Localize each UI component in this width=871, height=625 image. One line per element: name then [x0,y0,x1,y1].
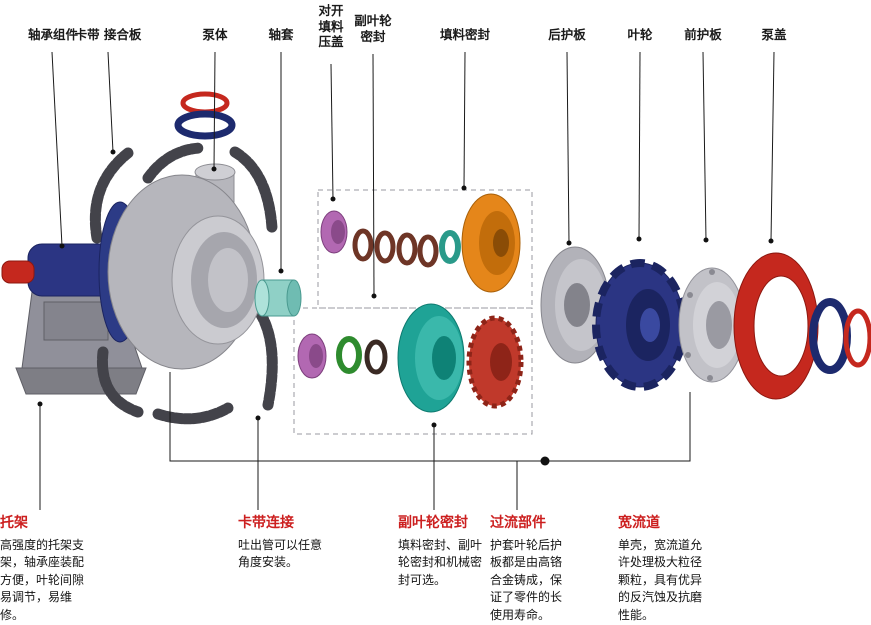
seal-option-boxes [293,189,533,435]
annotation-body: 吐出管可以任意角度安装。 [238,538,323,570]
annotation-wide-flow-channel: 宽流道 单壳，宽流道允许处理极大粒径颗粒，具有优异的反汽蚀及抗磨性能。 [618,512,708,624]
annotation-body: 单壳，宽流道允许处理极大粒径颗粒，具有优异的反汽蚀及抗磨性能。 [618,538,703,622]
o-ring-red [180,91,230,115]
annotation-body: 填料密封、副叶轮密封和机械密封可选。 [398,538,483,587]
annotation-title: 过流部件 [490,515,546,531]
part-label-front-liner: 前护板 [684,27,722,42]
rear-liner-part [540,246,610,364]
part-label-shaft-sleeve: 轴套 [268,27,294,42]
annotation-title: 宽流道 [618,515,660,531]
annotation-title: 卡带连接 [238,515,294,531]
part-label-pump-body: 泵体 [202,27,228,42]
gasket-ring-red [843,308,871,368]
annotation-body: 护套叶轮后护板都是由高铬合金铸成，保证了零件的长使用寿命。 [490,538,563,622]
leader-lines [39,51,775,510]
shaft-sleeve-part [254,279,302,317]
part-label-clamp-joint-plate: 卡带 接合板 [74,27,142,42]
o-ring-blue [174,110,236,140]
part-label-bearing-assembly: 轴承组件 [27,27,78,42]
packing-gland-top-part [320,210,348,254]
expeller-part [397,303,465,413]
packing-rings [352,228,461,268]
annotation-title: 托架 [0,515,28,531]
leader-dots [37,149,774,466]
part-label-rear-liner: 后护板 [548,27,586,42]
part-label-pump-cover: 泵盖 [761,27,787,42]
part-label-aux-impeller-seal: 副叶轮 密封 [354,13,392,44]
part-label-impeller: 叶轮 [627,27,653,42]
part-label-packing-seal: 填料密封 [439,27,490,42]
green-seal-ring [336,336,362,374]
packing-seal-part [461,193,521,293]
annotation-body: 高强度的托架支架，轴承座装配方便，叶轮间隙易调节，易维修。 [0,538,85,622]
aux-impeller-part [466,315,524,409]
pump-body-part [98,163,265,370]
part-label-split-packing-gland: 对开 填料 压盖 [318,3,344,50]
packing-gland-bottom-part [297,333,327,379]
annotation-bracket: 托架 高强度的托架支架，轴承座装配方便，叶轮间隙易调节，易维修。 [0,512,88,624]
annotation-aux-impeller-seal: 副叶轮密封 填料密封、副叶轮密封和机械密封可选。 [398,512,484,589]
annotation-clamp-connection: 卡带连接 吐出管可以任意角度安装。 [238,512,322,572]
annotation-title: 副叶轮密封 [398,515,468,531]
impeller-part [592,259,688,391]
dark-seal-ring [364,339,388,375]
pump-cover-part [733,252,819,400]
clamp-band-arcs [89,142,278,425]
annotation-flow-parts: 过流部件 护套叶轮后护板都是由高铬合金铸成，保证了零件的长使用寿命。 [490,512,570,624]
